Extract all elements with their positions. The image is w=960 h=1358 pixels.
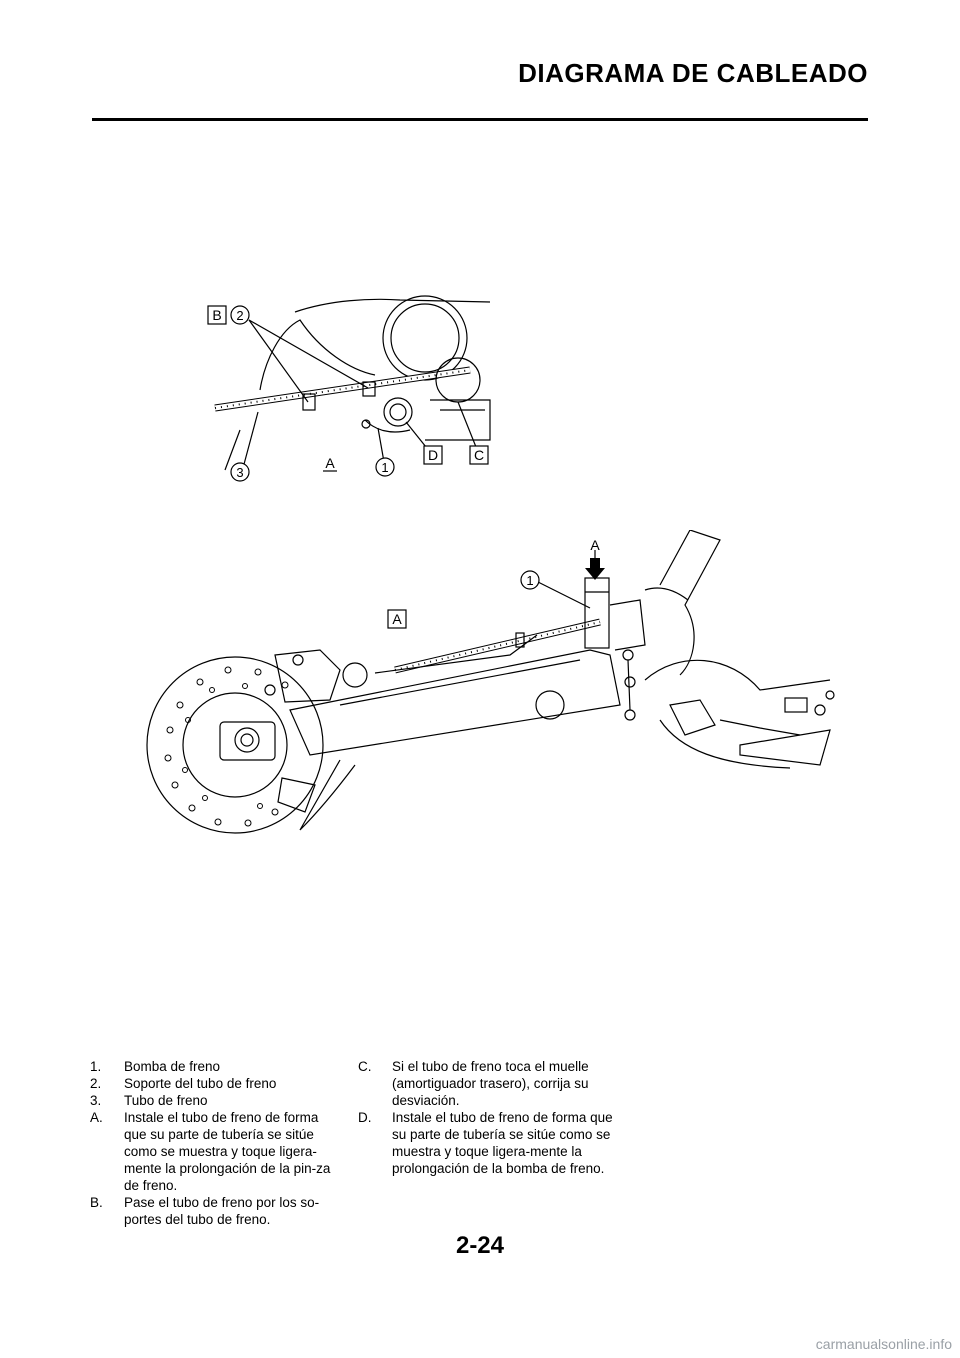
svg-text:2: 2 (236, 308, 243, 323)
page-number: 2-24 (455, 1232, 505, 1259)
callout-1: 1 (375, 457, 395, 477)
callout-1: 1 (520, 570, 540, 590)
header-rule (92, 118, 868, 121)
callout-d: D (423, 445, 443, 465)
callout-a: A (323, 455, 337, 472)
callout-3: 3 (230, 462, 250, 482)
callout-2: 2 (230, 305, 250, 325)
page-title: DIAGRAMA DE CABLEADO (518, 58, 868, 88)
svg-text:B: B (212, 307, 221, 323)
svg-text:1: 1 (526, 573, 533, 588)
legend-right: C.Si el tubo de freno toca el muelle (am… (358, 1058, 618, 1177)
brake-hose-detail-figure: B 2 3 A 1 D C (207, 295, 491, 482)
svg-text:3: 3 (236, 465, 243, 480)
svg-text:D: D (428, 447, 438, 463)
legend-item: B.Pase el tubo de freno por los so-porte… (90, 1195, 320, 1227)
legend-item: 2.Soporte del tubo de freno (90, 1076, 277, 1091)
legend-item: A.Instale el tubo de freno de forma que … (90, 1110, 331, 1193)
callout-box-a: A (387, 609, 407, 629)
legend-item: 1.Bomba de freno (90, 1059, 221, 1074)
legend-item: C.Si el tubo de freno toca el muelle (am… (358, 1059, 589, 1108)
callout-b: B (207, 305, 227, 325)
legend-left: 1.Bomba de freno 2.Soporte del tubo de f… (90, 1058, 340, 1228)
svg-text:C: C (474, 447, 484, 463)
callout-arrow-a: A (590, 537, 600, 553)
watermark: carmanualsonline.info (815, 1336, 952, 1352)
legend-item: 3.Tubo de freno (90, 1093, 208, 1108)
svg-text:1: 1 (381, 460, 388, 475)
callout-c: C (469, 445, 489, 465)
svg-text:A: A (392, 611, 402, 627)
svg-text:A: A (325, 455, 335, 471)
svg-text:A: A (590, 537, 600, 553)
legend-item: D.Instale el tubo de freno de forma que … (358, 1110, 613, 1176)
swingarm-brake-figure: A 1 A (146, 530, 835, 834)
